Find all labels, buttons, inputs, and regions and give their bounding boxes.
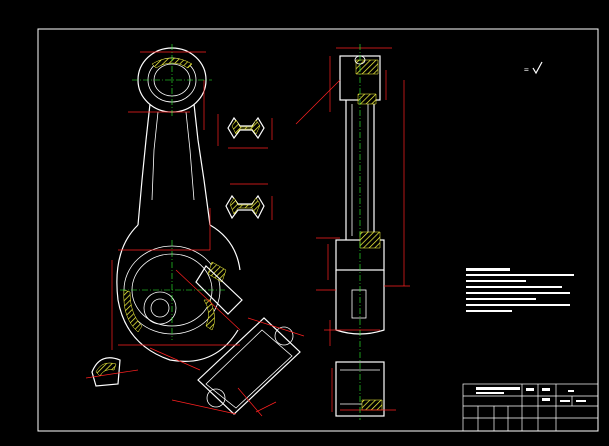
- rod-cap-view: [195, 265, 301, 415]
- section-view-lower: [225, 194, 265, 220]
- roughness-symbol: =: [524, 61, 543, 75]
- section-detail-small: [91, 357, 121, 387]
- section-view-upper: [227, 116, 265, 140]
- title-block: [462, 383, 599, 432]
- technical-notes: [466, 268, 574, 312]
- check-icon: [532, 61, 543, 75]
- roughness-mark: =: [524, 65, 529, 74]
- drawing-frame: [37, 28, 599, 432]
- main-rod-view: [116, 47, 241, 362]
- dimension-lines: [85, 47, 410, 417]
- centerlines: [120, 44, 361, 420]
